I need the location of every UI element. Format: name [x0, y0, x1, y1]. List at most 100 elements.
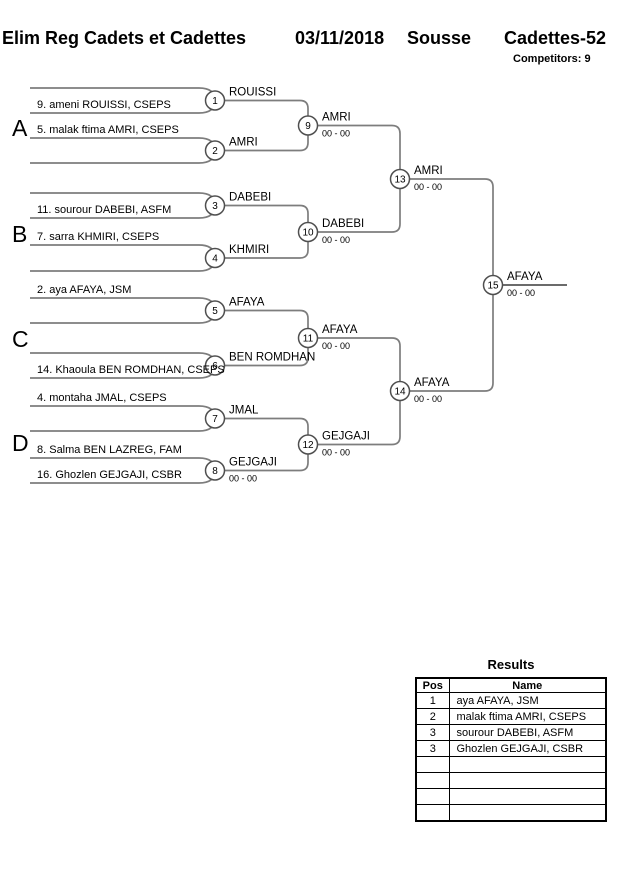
table-row: 2 malak ftima AMRI, CSEPS [415, 708, 607, 725]
table-row [415, 788, 607, 805]
competitor-name: 16. Ghozlen GEJGAJI, CSBR [37, 469, 182, 481]
result-name [448, 788, 607, 805]
winner-label: JMAL [229, 405, 259, 417]
bracket-connector [215, 232, 309, 259]
match-circle [389, 168, 411, 190]
bracket-connector [215, 125, 309, 152]
bracket-connector [215, 417, 309, 445]
match-number: 3 [212, 201, 218, 212]
result-pos [415, 788, 450, 805]
winner-label: AMRI [414, 165, 443, 177]
results-panel: Results Pos Name 1 aya AFAYA, JSM 2 mala… [415, 657, 607, 822]
winner-label: GEJGAJI [229, 457, 277, 469]
table-row [415, 756, 607, 773]
bracket-line [30, 244, 216, 272]
match-number: 2 [212, 146, 218, 157]
match-number: 8 [212, 466, 218, 477]
match-score: 00 - 00 [322, 448, 350, 458]
bracket-connector [215, 444, 309, 472]
winner-label: DABEBI [322, 218, 364, 230]
match-score: 00 - 00 [322, 341, 350, 351]
match-score: 00 - 00 [507, 288, 535, 298]
match-circle [204, 195, 226, 216]
match-circle [204, 247, 226, 269]
competitor-name: 2. aya AFAYA, JSM [37, 284, 131, 296]
winner-label: AFAYA [322, 324, 358, 336]
page-title-category: Cadettes-52 [504, 28, 607, 48]
match-number: 13 [394, 175, 406, 186]
result-name: sourour DABEBI, ASFM [448, 724, 607, 741]
bracket-connector [400, 178, 494, 285]
results-title: Results [487, 657, 535, 672]
match-number: 12 [302, 440, 314, 451]
results-table: Pos Name 1 aya AFAYA, JSM 2 malak ftima … [415, 677, 607, 822]
match-score: 00 - 00 [322, 129, 350, 139]
results-header-row: Pos Name [415, 677, 607, 693]
competitor-name: 4. montaha JMAL, CSEPS [37, 392, 167, 404]
result-name: aya AFAYA, JSM [448, 692, 607, 709]
results-header-pos: Pos [415, 677, 450, 693]
match-number: 11 [303, 334, 314, 345]
competitor-name: 14. Khaoula BEN ROMDHAN, CSEPS [37, 364, 225, 376]
match-score: 00 - 00 [322, 235, 350, 245]
match-circle [204, 300, 226, 321]
match-number: 14 [394, 387, 406, 398]
pool-label-d: D [12, 430, 29, 456]
competitors-count: Competitors: 9 [513, 53, 591, 65]
match-score: 00 - 00 [414, 182, 442, 192]
match-number: 6 [212, 361, 218, 372]
match-circle [297, 115, 319, 136]
pool-label-b: B [12, 221, 27, 247]
result-pos: 3 [415, 724, 450, 741]
winner-label: AMRI [322, 112, 351, 124]
page-title-event: Elim Reg Cadets et Cadettes [2, 28, 247, 48]
result-name: Ghozlen GEJGAJI, CSBR [448, 740, 607, 757]
bracket-line [30, 297, 216, 324]
winner-label: AMRI [229, 137, 258, 149]
match-number: 9 [305, 121, 311, 132]
table-row: 3 sourour DABEBI, ASFM [415, 724, 607, 741]
bracket-connector [215, 99, 309, 126]
page-title-date: 03/11/2018 [295, 28, 385, 48]
competitor-name: 8. Salma BEN LAZREG, FAM [37, 444, 182, 456]
result-name [448, 756, 607, 773]
result-pos: 3 [415, 740, 450, 757]
match-number: 15 [487, 281, 499, 292]
winner-label: ROUISSI [229, 87, 276, 99]
result-pos [415, 804, 450, 822]
winner-label: BEN ROMDHAN [229, 352, 315, 364]
results-header-name: Name [448, 677, 607, 693]
match-circle [204, 90, 226, 111]
result-pos [415, 756, 450, 773]
winner-label: DABEBI [229, 192, 271, 204]
match-circle [204, 460, 226, 481]
match-number: 10 [302, 228, 314, 239]
bracket-connector [215, 204, 309, 232]
result-pos [415, 772, 450, 789]
bracket-diagram: 1 2 3 4 5 6 7 8 9 10 11 12 13 14 15 9. a… [12, 87, 567, 484]
match-circle [204, 355, 226, 376]
bracket-line [30, 405, 216, 432]
table-row [415, 772, 607, 789]
table-row: 3 Ghozlen GEJGAJI, CSBR [415, 740, 607, 757]
match-circle [204, 408, 226, 429]
match-circle [389, 380, 411, 402]
pool-label-c: C [12, 326, 29, 352]
bracket-connector [215, 338, 309, 367]
competitor-name: 11. sourour DABEBI, ASFM [37, 204, 171, 216]
bracket-line [30, 137, 216, 164]
winner-label: AFAYA [507, 271, 543, 283]
bracket-connector [308, 391, 401, 446]
match-circle [482, 274, 504, 296]
bracket-connector [215, 309, 309, 338]
match-number: 1 [212, 96, 218, 107]
bracket-connector [400, 285, 494, 392]
result-name: malak ftima AMRI, CSEPS [448, 708, 607, 725]
match-circle [297, 221, 319, 243]
match-circle [204, 140, 226, 161]
competitor-name: 5. malak ftima AMRI, CSEPS [37, 124, 179, 136]
table-row [415, 804, 607, 822]
match-number: 7 [212, 414, 218, 425]
competitor-name: 9. ameni ROUISSI, CSEPS [37, 99, 171, 111]
competitor-name: 7. sarra KHMIRI, CSEPS [37, 231, 159, 243]
